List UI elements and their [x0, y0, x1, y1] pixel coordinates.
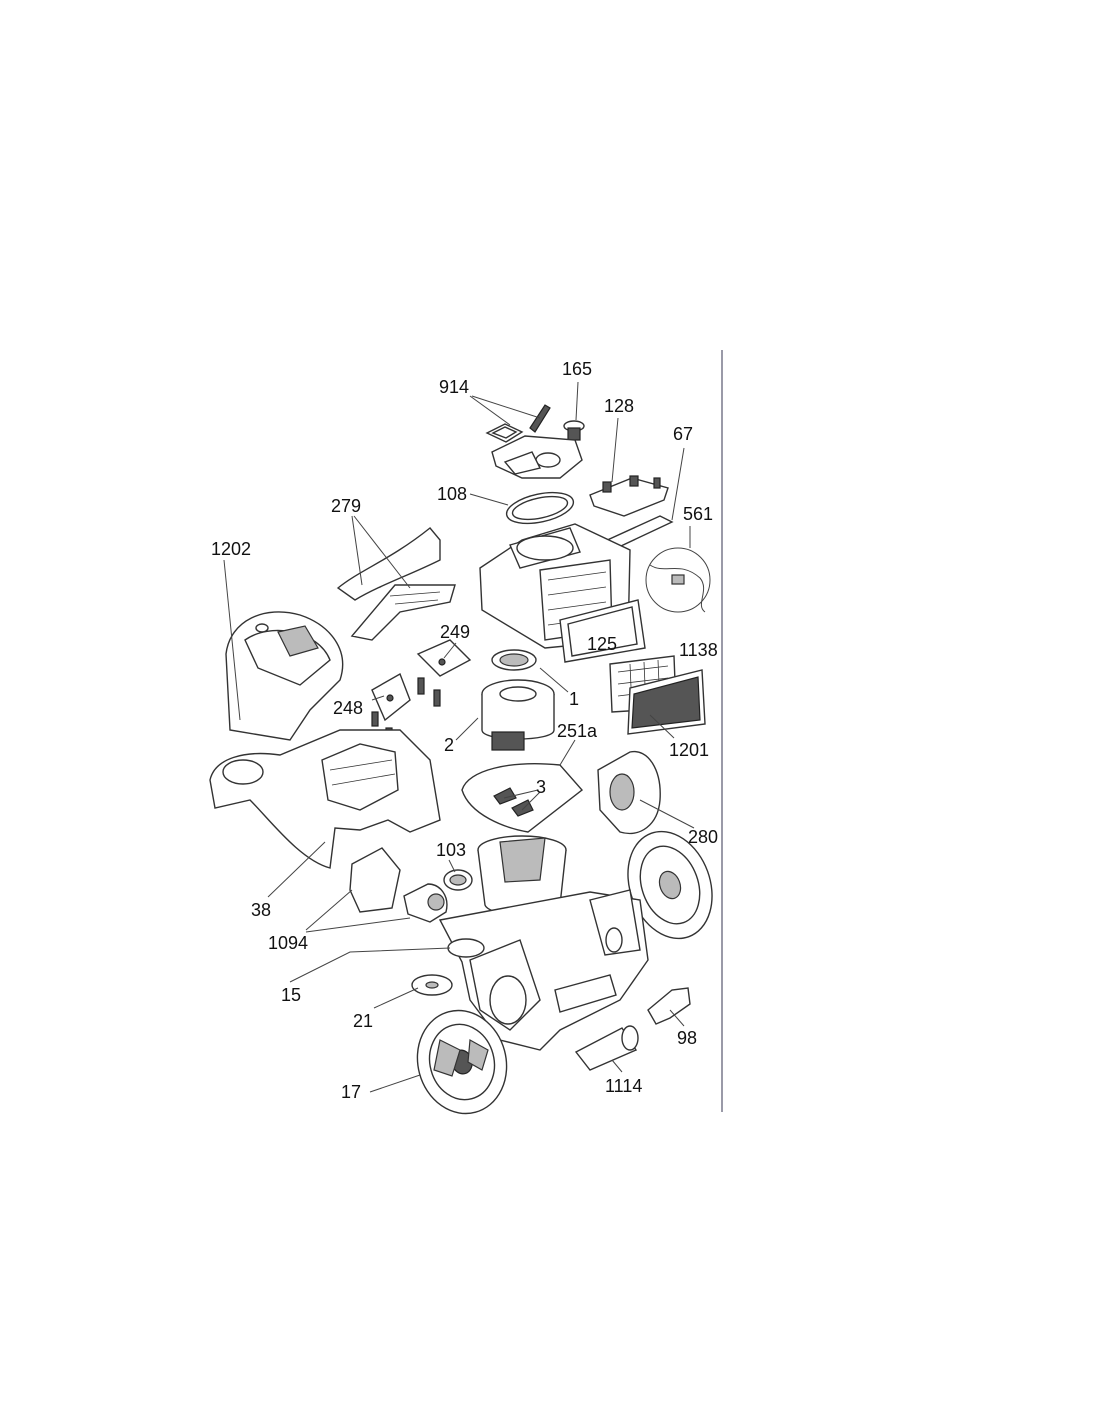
callout-labels: 914 165 128 67 108 279 561 1202 249 125 …: [211, 359, 718, 1102]
callout-3: 3: [536, 777, 546, 797]
callout-67: 67: [673, 424, 693, 444]
callout-248: 248: [333, 698, 363, 718]
part-1114-nozzle: [574, 1025, 639, 1071]
part-561-wiring: [645, 547, 711, 613]
callout-249: 249: [440, 622, 470, 642]
callout-38: 38: [251, 900, 271, 920]
callout-128: 128: [604, 396, 634, 416]
part-17-wheel: [416, 1009, 508, 1115]
part-top-lid: [491, 435, 583, 479]
part-1201-grid-filter: [627, 669, 706, 735]
part-108-gasket: [505, 491, 575, 525]
part-dust-bin: [477, 835, 567, 916]
part-251a-gasket: [461, 763, 584, 833]
callout-251a: 251a: [557, 721, 598, 741]
callout-15: 15: [281, 985, 301, 1005]
part-chassis: [438, 889, 649, 1051]
part-1-motor-seal: [491, 649, 537, 671]
callout-165: 165: [562, 359, 592, 379]
callout-1: 1: [569, 689, 579, 709]
callout-103: 103: [436, 840, 466, 860]
part-280-side-cover: [597, 750, 661, 835]
callout-1114: 1114: [605, 1076, 642, 1096]
part-165-plug: [563, 420, 585, 441]
part-21-cap: [411, 974, 453, 996]
leader-lines: [223, 381, 695, 1093]
callout-1138: 1138: [679, 640, 718, 660]
part-103-ring: [443, 869, 473, 891]
callout-1201: 1201: [669, 740, 709, 760]
callout-1202: 1202: [211, 539, 251, 559]
part-15-plate: [447, 938, 485, 958]
part-279-handle: [336, 527, 456, 641]
callout-914: 914: [439, 377, 469, 397]
part-125-frame: [559, 599, 646, 663]
callout-108: 108: [437, 484, 467, 504]
part-2-motor: [481, 679, 555, 751]
callout-17: 17: [341, 1082, 361, 1102]
part-wheel-right: [627, 830, 713, 940]
callout-2: 2: [444, 735, 454, 755]
part-1202-dust-container: [225, 611, 344, 741]
part-128-bracket: [589, 475, 669, 517]
callout-1094: 1094: [268, 933, 308, 953]
part-914-gaskets: [485, 404, 551, 443]
callout-280: 280: [688, 827, 718, 847]
callout-98: 98: [677, 1028, 697, 1048]
callout-125: 125: [587, 634, 617, 654]
callout-279: 279: [331, 496, 361, 516]
part-38-top-body: [209, 729, 441, 869]
callout-561: 561: [683, 504, 713, 524]
part-98-latch: [647, 987, 691, 1025]
callout-21: 21: [353, 1011, 373, 1031]
part-248-button: [371, 672, 411, 722]
part-1094-connector: [349, 847, 448, 923]
